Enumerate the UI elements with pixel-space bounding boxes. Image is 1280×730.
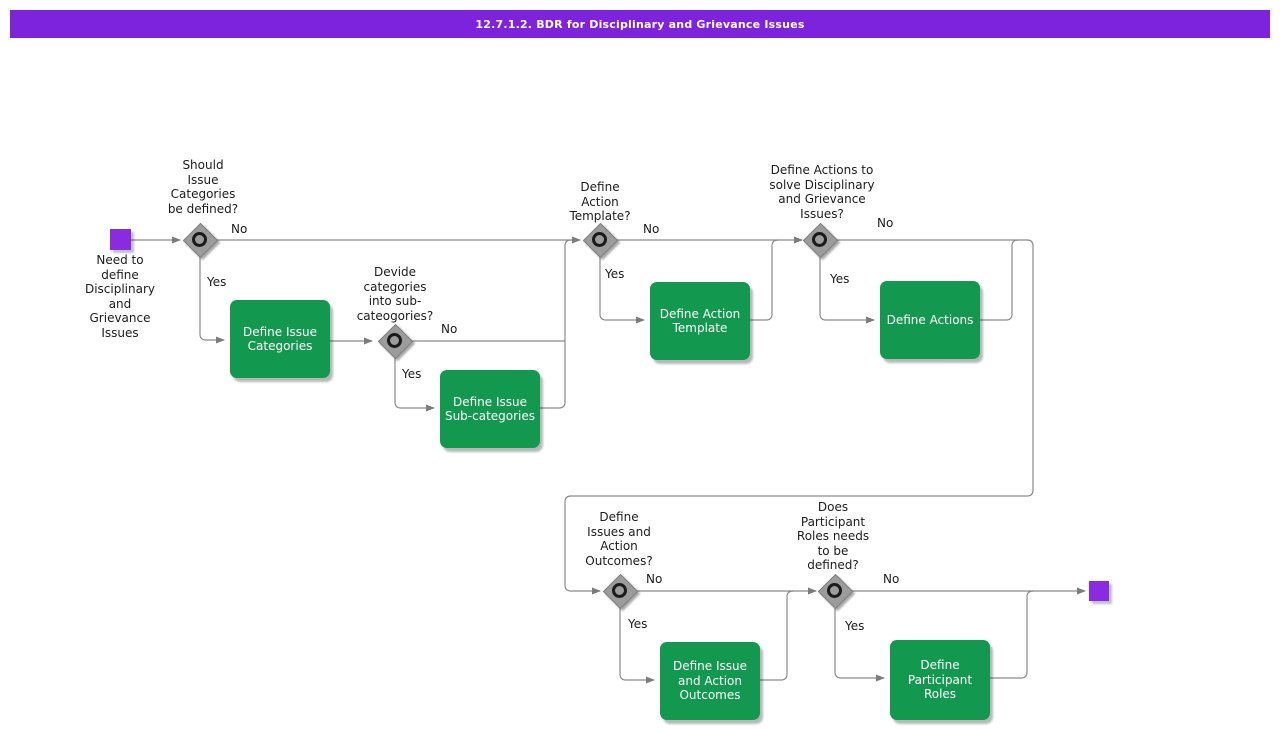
start-event — [110, 229, 131, 250]
branch-label-yes: Yes — [830, 272, 850, 286]
branch-label-yes: Yes — [845, 619, 865, 633]
start-event-label: Need to define Disciplinary and Grievanc… — [84, 253, 156, 340]
gateway-question: Does Participant Roles needs to be defin… — [796, 500, 870, 572]
gateway-question: Devide categories into sub- cateogories? — [356, 265, 434, 323]
gateway-question: Define Action Template? — [569, 180, 631, 223]
branch-label-no: No — [877, 216, 894, 230]
branch-label-no: No — [231, 222, 248, 236]
branch-label-yes: Yes — [605, 267, 625, 281]
inclusive-gateway-ring-icon — [827, 583, 842, 598]
branch-label-no: No — [883, 572, 900, 586]
gateway-question: Should Issue Categories be defined? — [167, 158, 239, 216]
inclusive-gateway-ring-icon — [192, 232, 207, 247]
gateway-participant-roles — [817, 573, 854, 610]
inclusive-gateway-ring-icon — [592, 232, 607, 247]
branch-label-yes: Yes — [628, 617, 648, 631]
end-event — [1089, 581, 1109, 601]
gateway-sub-categories — [377, 323, 414, 360]
title-bar: 12.7.1.2. BDR for Disciplinary and Griev… — [10, 10, 1270, 38]
task-define-actions: Define Actions — [880, 281, 980, 359]
gateway-question: Define Actions to solve Disciplinary and… — [769, 163, 875, 221]
gateway-question: Define Issues and Action Outcomes? — [585, 510, 653, 568]
branch-label-yes: Yes — [207, 275, 227, 289]
gateway-define-actions — [802, 222, 839, 259]
branch-label-yes: Yes — [402, 367, 422, 381]
branch-label-no: No — [646, 572, 663, 586]
branch-label-no: No — [441, 322, 458, 336]
task-define-issue-categories: Define Issue Categories — [230, 300, 330, 378]
task-define-action-template: Define Action Template — [650, 282, 750, 360]
inclusive-gateway-ring-icon — [612, 583, 627, 598]
task-define-issue-and-action-outcomes: Define Issue and Action Outcomes — [660, 642, 760, 720]
task-define-issue-sub-categories: Define Issue Sub-categories — [440, 370, 540, 448]
diagram-title: 12.7.1.2. BDR for Disciplinary and Griev… — [475, 17, 805, 31]
inclusive-gateway-ring-icon — [387, 333, 402, 348]
gateway-issue-categories — [182, 222, 219, 259]
task-define-participant-roles: Define Participant Roles — [890, 640, 990, 720]
inclusive-gateway-ring-icon — [812, 232, 827, 247]
gateway-action-template — [582, 222, 619, 259]
gateway-issue-action-outcomes — [602, 573, 639, 610]
branch-label-no: No — [643, 222, 660, 236]
